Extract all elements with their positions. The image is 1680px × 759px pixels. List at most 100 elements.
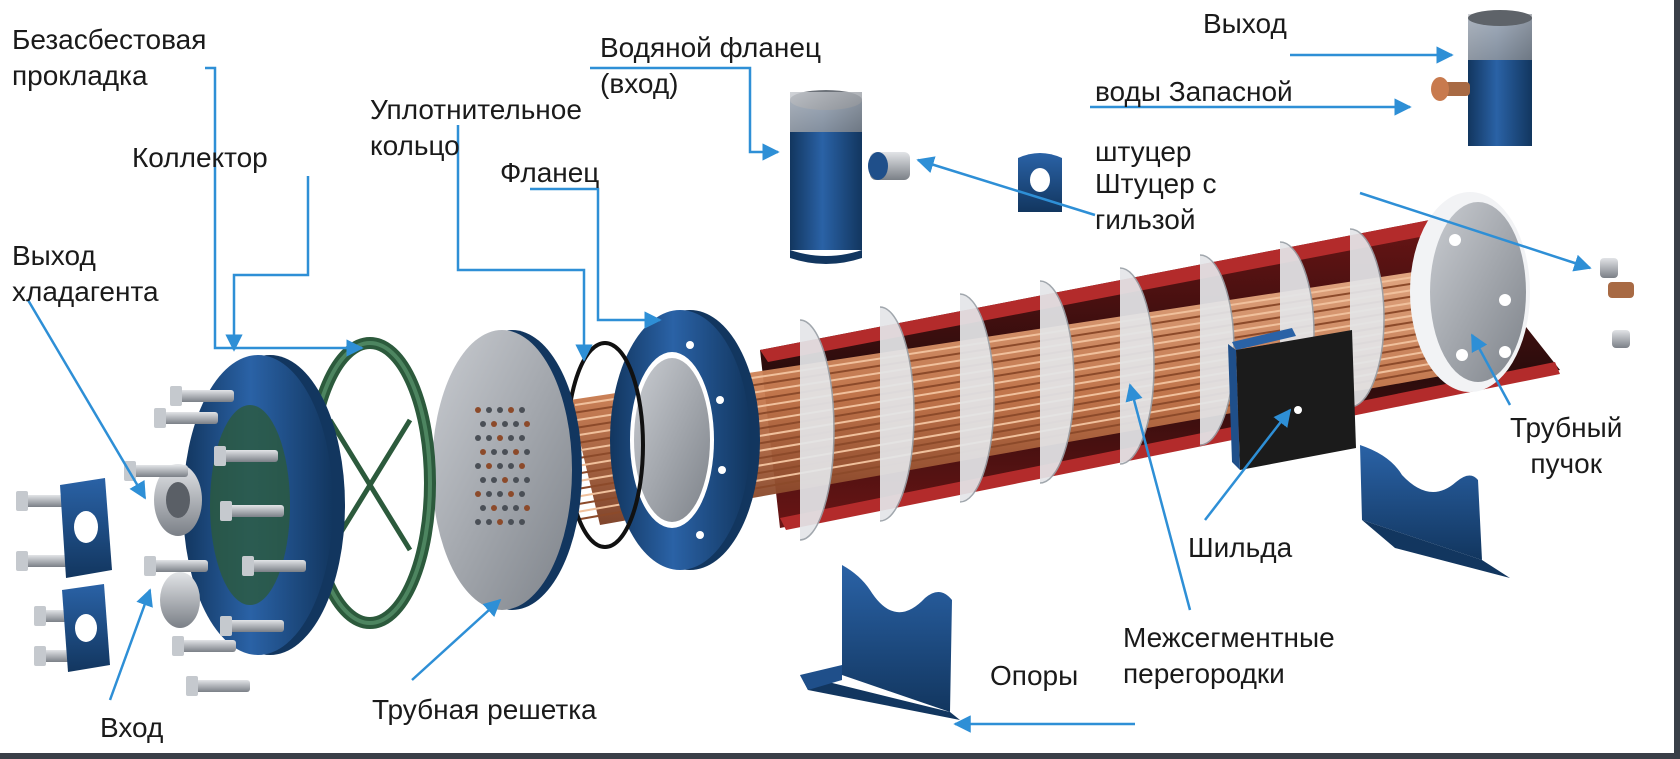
tube-hole: [491, 421, 497, 427]
end-cap-hole: [1499, 346, 1511, 358]
bolt-head: [34, 646, 46, 666]
label-sleeve-fitting: Штуцер с гильзой: [1095, 168, 1217, 235]
tube-hole: [486, 407, 492, 413]
callout-sealing-ring: [456, 125, 593, 362]
tube-hole: [491, 505, 497, 511]
end-cap-hole: [1449, 234, 1461, 246]
tube-hole: [508, 407, 514, 413]
bolt-head: [16, 491, 28, 511]
callout-tube-bundle-2: [1470, 333, 1512, 406]
tube-hole: [497, 435, 503, 441]
water-inlet-pipe-illustration: [790, 90, 862, 264]
tube-hole: [502, 421, 508, 427]
tube-hole: [508, 435, 514, 441]
bolt-head: [170, 386, 182, 406]
tube-hole: [480, 449, 486, 455]
tube-hole: [508, 463, 514, 469]
tube-sheet-illustration: [432, 330, 582, 610]
tube-hole: [513, 505, 519, 511]
support-left: [800, 565, 960, 720]
callout-asbestos-free-gasket: [205, 66, 364, 357]
label-flange: Фланец: [500, 157, 600, 188]
frame-edge-right: [1674, 0, 1680, 759]
label-tube-bundle: Трубный пучок: [1510, 412, 1623, 479]
bolt-head: [220, 501, 232, 521]
bolt-head: [186, 676, 198, 696]
bolt: [226, 505, 284, 517]
tube-hole: [491, 449, 497, 455]
bolt-head: [220, 616, 232, 636]
callout-sleeve-fitting: [916, 156, 1096, 217]
tube-hole: [519, 519, 525, 525]
tube-hole: [475, 491, 481, 497]
label-asbestos-free-gasket: Безасбестовая прокладка: [12, 24, 207, 91]
support-right: [1360, 445, 1510, 578]
bolt-head: [214, 446, 226, 466]
baffle: [1349, 228, 1385, 408]
tube-hole: [508, 519, 514, 525]
bolt: [192, 680, 250, 692]
tube-hole: [475, 407, 481, 413]
label-water-flange-inlet: Водяной фланец (вход): [600, 32, 821, 99]
tube-hole: [480, 505, 486, 511]
sleeve-fitting-illustration: [868, 152, 1062, 212]
callout-water-flange: [590, 66, 780, 161]
end-cap-plate: [1430, 202, 1526, 382]
tube-hole: [497, 491, 503, 497]
nameplate-illustration: [1228, 328, 1356, 470]
tube-hole: [502, 477, 508, 483]
tube-hole: [486, 463, 492, 469]
nameplate-plate: [1236, 330, 1356, 470]
tube-hole: [486, 519, 492, 525]
callout-flange: [530, 187, 662, 329]
baffle: [879, 306, 915, 522]
callout-inlet: [108, 588, 153, 701]
baffle: [799, 319, 835, 541]
bolt: [150, 560, 208, 572]
label-supports: Опоры: [990, 660, 1079, 691]
baffle: [1039, 280, 1075, 484]
right-fittings: [1600, 258, 1634, 348]
shell-top-edge: [760, 218, 1446, 362]
tube-sheet-holes: [475, 407, 530, 525]
callout-tube-sheet: [411, 598, 502, 681]
tube-hole: [519, 435, 525, 441]
tube-hole: [502, 449, 508, 455]
bolt: [178, 640, 236, 652]
label-baffles: Межсегментные перегородки: [1123, 622, 1335, 689]
callout-refrigerant-outlet: [26, 299, 147, 500]
baffle: [959, 293, 995, 503]
end-cap-hole: [1499, 294, 1511, 306]
tube-hole: [497, 407, 503, 413]
label-nameplate: Шильда: [1188, 532, 1293, 563]
bolt: [160, 412, 218, 424]
bracket-upper: [60, 478, 112, 578]
tube-hole: [475, 463, 481, 469]
end-cap-hole: [1456, 349, 1468, 361]
tube-hole: [524, 421, 530, 427]
bolt-head: [172, 636, 184, 656]
tube-hole: [497, 463, 503, 469]
tube-hole: [480, 477, 486, 483]
tube-hole: [486, 491, 492, 497]
bolt: [130, 465, 188, 477]
callout-collector: [225, 176, 310, 352]
tube-hole: [502, 505, 508, 511]
tube-hole: [475, 435, 481, 441]
flange-illustration: [610, 310, 760, 570]
callout-lines: [26, 46, 1592, 733]
frame-edge-bottom: [0, 753, 1680, 759]
label-inlet: Вход: [100, 712, 164, 743]
bolt: [176, 390, 234, 402]
tube-hole: [524, 505, 530, 511]
bolt: [220, 450, 278, 462]
label-tube-sheet: Трубная решетка: [372, 694, 597, 725]
tube-hole: [524, 477, 530, 483]
bolt-head: [144, 556, 156, 576]
callout-tube-bundle: [1359, 191, 1592, 272]
nameplate-rivet: [1294, 406, 1302, 414]
tube-hole: [486, 435, 492, 441]
tube-hole: [491, 477, 497, 483]
